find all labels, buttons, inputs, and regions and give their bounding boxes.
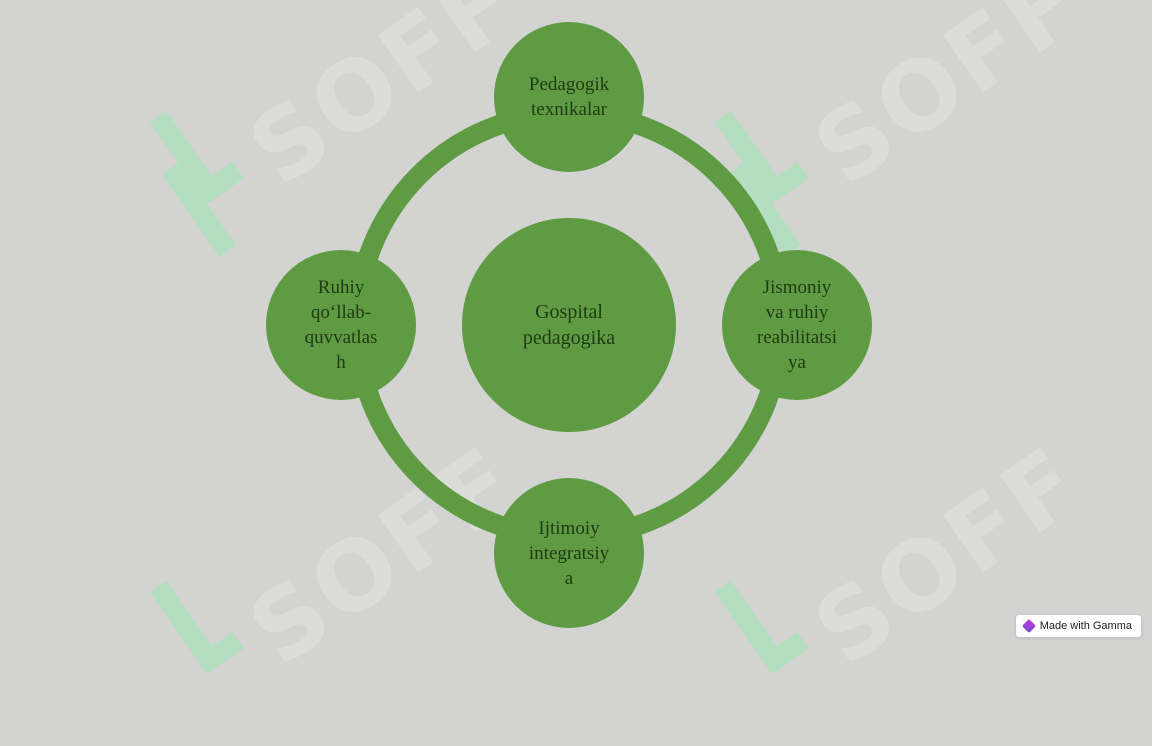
center-node: Gospital pedagogika: [462, 218, 676, 432]
node-top-label: Pedagogik texnikalar: [528, 74, 610, 120]
node-top: Pedagogik texnikalar: [494, 22, 644, 172]
made-with-gamma-label: Made with Gamma: [1039, 620, 1132, 632]
cycle-diagram: Gospital pedagogika Pedagogik texnikalar…: [266, 22, 872, 628]
made-with-gamma-badge[interactable]: Made with Gamma: [1014, 614, 1142, 638]
node-left-label: Ruhiy qo‘llab- quvvatlas h: [304, 277, 378, 373]
node-bottom-label: Ijtimoiy integratsiy a: [528, 517, 610, 589]
node-right: Jismoniy va ruhiy reabilitatsi ya: [722, 250, 872, 400]
slide: SOFF SOFF SOFF SOFF Gospital pedagogika …: [149, 0, 1142, 687]
node-bottom: Ijtimoiy integratsiy a: [494, 478, 644, 628]
node-left: Ruhiy qo‘llab- quvvatlas h: [266, 250, 416, 400]
center-node-label: Gospital pedagogika: [522, 301, 616, 349]
node-right-label: Jismoniy va ruhiy reabilitatsi ya: [756, 277, 838, 373]
gamma-logo-icon: [1021, 618, 1036, 634]
